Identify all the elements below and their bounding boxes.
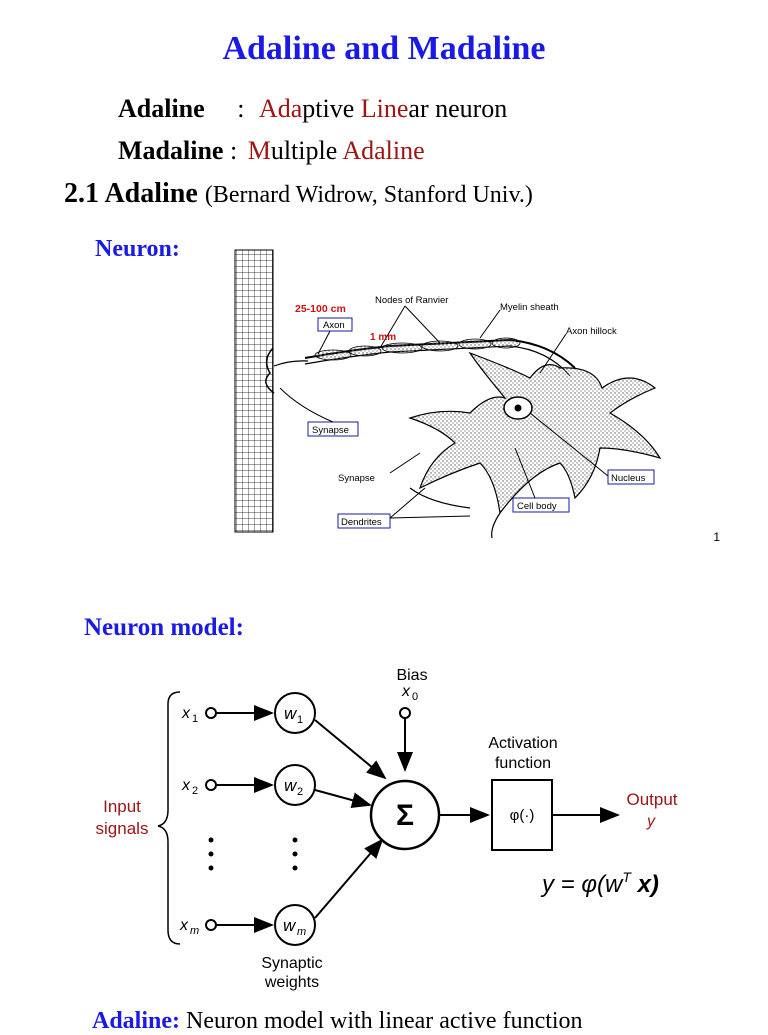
input-label-1: Input xyxy=(103,797,141,816)
adaline-bottom-label: Adaline: xyxy=(92,1008,181,1034)
page-number: 1 xyxy=(713,530,720,544)
adaline-definition-line: Adaline: Neuron model with linear active… xyxy=(92,1008,583,1035)
x0-sub: 0 xyxy=(412,691,418,703)
neuron-label: Neuron: xyxy=(95,236,180,262)
term-adaline: Adaline xyxy=(118,94,205,123)
cell-body xyxy=(408,351,662,515)
target-tissue xyxy=(234,249,274,533)
def-part: Adaline xyxy=(342,136,425,165)
xm-sub: m xyxy=(190,925,199,937)
def-part: ptive xyxy=(302,94,361,123)
phi-symbol: φ(·) xyxy=(510,807,535,824)
def-part: Ada xyxy=(258,94,303,123)
x0-label: x xyxy=(401,683,411,700)
dendrites-label: Dendrites xyxy=(341,517,382,528)
x1-label: x xyxy=(181,705,191,722)
activation-box xyxy=(491,779,553,851)
page-title: Adaline and Madaline xyxy=(222,30,546,67)
xm-label: x xyxy=(179,917,189,934)
section-note: (Bernard Widrow, Stanford Univ.) xyxy=(204,182,533,208)
def-part: Line xyxy=(360,94,409,123)
axon-label: Axon xyxy=(323,320,345,331)
term-madaline: Madaline xyxy=(118,136,224,165)
neuron-model-label: Neuron model: xyxy=(84,614,244,641)
w2-sub: 2 xyxy=(297,786,303,798)
ellipsis-dots xyxy=(208,837,298,871)
w2-label: w xyxy=(284,776,298,795)
wm-label: w xyxy=(283,916,297,935)
x2-sub: 2 xyxy=(192,785,198,797)
synapse-terminal xyxy=(265,347,275,394)
synapse-label: Synapse xyxy=(338,473,375,484)
synaptic-label-1: Synaptic xyxy=(261,955,322,972)
w1-label: w xyxy=(284,704,298,723)
section-number: 2.1 Adaline xyxy=(64,178,198,209)
dist-short-label: 1 mm xyxy=(370,332,396,343)
activation-label-1: Activation xyxy=(488,735,557,752)
myelin-label: Myelin sheath xyxy=(500,302,559,313)
def-part: M xyxy=(247,136,271,165)
definition-madaline: Madaline : Multiple Adaline xyxy=(118,136,425,166)
x1-sub: 1 xyxy=(192,713,198,725)
output-y-label: y xyxy=(646,813,656,830)
neuron-model-figure: Bias x 0 Input signals x 1 w 1 x 2 w 2 x… xyxy=(96,667,678,991)
nucleus-label: Nucleus xyxy=(611,473,646,484)
separator: : xyxy=(229,136,238,165)
myelin-segments xyxy=(314,337,521,361)
input-label-2: signals xyxy=(96,819,149,838)
dist-long-label: 25-100 cm xyxy=(295,303,346,315)
section-heading: 2.1 Adaline (Bernard Widrow, Stanford Un… xyxy=(64,178,533,210)
synaptic-label-2: weights xyxy=(264,974,319,991)
neuron-figure: 25-100 cm Axon Nodes of Ranvier Myelin s… xyxy=(234,249,662,538)
bias-label: Bias xyxy=(396,667,427,684)
w1-sub: 1 xyxy=(297,714,303,726)
separator: : xyxy=(237,94,245,123)
activation-label-2: function xyxy=(495,755,551,772)
synapse-box-label: Synapse xyxy=(312,425,349,436)
definition-adaline: Adaline : Adaptive Linear neuron xyxy=(118,94,507,124)
output-equation: y = φ(wT x) xyxy=(540,869,659,898)
cell-body-label: Cell body xyxy=(517,501,557,512)
x2-label: x xyxy=(181,777,191,794)
nodes-label: Nodes of Ranvier xyxy=(375,295,448,306)
def-part: ar neuron xyxy=(408,94,508,123)
wm-sub: m xyxy=(297,926,306,938)
adaline-bottom-text: Neuron model with linear active function xyxy=(180,1008,583,1034)
output-label: Output xyxy=(626,790,677,809)
sigma-symbol: Σ xyxy=(396,799,414,832)
def-part: ultiple xyxy=(270,136,343,165)
hillock-label: Axon hillock xyxy=(566,326,617,337)
